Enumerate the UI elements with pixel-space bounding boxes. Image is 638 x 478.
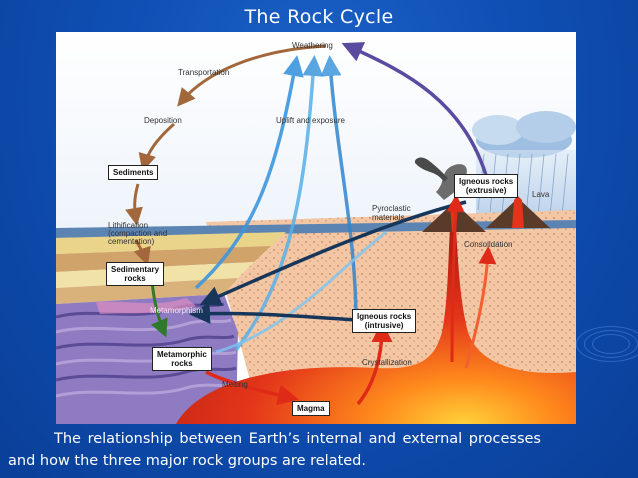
label-consolidation: Consolidation (464, 240, 513, 249)
box-igneous-intrusive: Igneous rocks (intrusive) (352, 309, 417, 333)
label-weathering: Weathering (292, 41, 333, 50)
label-deposition: Deposition (144, 116, 182, 125)
decorative-ripple (576, 326, 638, 362)
slide-caption: The relationship between Earth’s interna… (8, 428, 634, 472)
box-magma: Magma (292, 401, 330, 416)
label-uplift: Uplift and exposure (276, 116, 345, 125)
cycle-arrows (125, 42, 497, 406)
caption-line-1: The relationship between Earth’s interna… (54, 431, 541, 447)
label-lithification: Lithification (compaction and cementatio… (108, 221, 168, 246)
label-metamorphism: Metamorphism (150, 306, 203, 315)
label-transportation: Transportation (178, 68, 230, 77)
magma-chamber (176, 228, 576, 424)
label-crystallization: Crystallization (362, 358, 412, 367)
box-sediments: Sediments (108, 165, 159, 180)
label-pyroclastic: Pyroclastic materials (372, 204, 411, 222)
caption-line-2: and how the three major rock groups are … (8, 453, 366, 469)
box-igneous-extrusive: Igneous rocks (extrusive) (454, 174, 519, 198)
rock-cycle-diagram: Weathering Transportation Deposition Upl… (56, 32, 576, 424)
box-metamorphic-rocks: Metamorphic rocks (152, 347, 212, 371)
box-sedimentary-rocks: Sedimentary rocks (106, 262, 165, 286)
label-lava: Lava (532, 190, 550, 199)
slide-title: The Rock Cycle (244, 6, 394, 28)
label-melting: Melting (222, 380, 248, 389)
